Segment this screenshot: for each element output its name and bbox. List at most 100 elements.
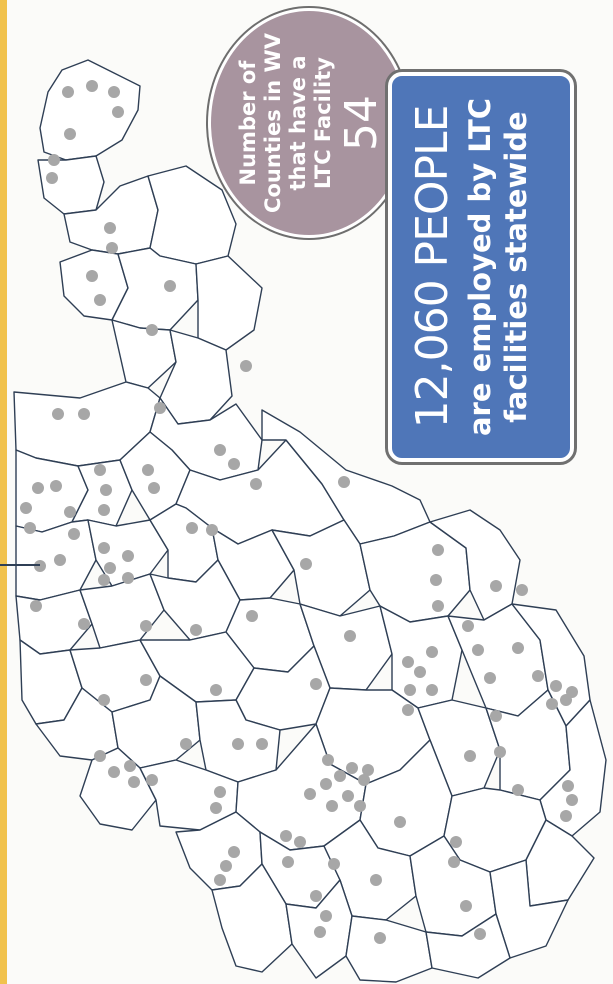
facility-dot	[426, 684, 438, 696]
facility-dot	[78, 408, 90, 420]
facility-dot	[338, 476, 350, 488]
facility-dot	[374, 932, 386, 944]
facility-dot	[342, 790, 354, 802]
facility-dot	[414, 666, 426, 678]
facility-dot	[94, 294, 106, 306]
county-outline	[37, 155, 105, 215]
facility-dot	[402, 656, 414, 668]
facility-dot	[32, 482, 44, 494]
facility-dot	[532, 670, 544, 682]
facility-dot	[450, 836, 462, 848]
facility-dot	[94, 464, 106, 476]
facility-dot	[122, 572, 134, 584]
facility-dot	[472, 644, 484, 656]
facility-dot	[256, 738, 268, 750]
left-accent-bar	[0, 0, 7, 984]
facility-dot	[490, 580, 502, 592]
facility-dot	[98, 694, 110, 706]
facility-dot	[246, 610, 258, 622]
facility-dot	[512, 642, 524, 654]
facility-dot	[98, 542, 110, 554]
facility-dot	[460, 900, 472, 912]
facility-dot	[404, 684, 416, 696]
facility-dot	[516, 584, 528, 596]
facility-dot	[490, 710, 502, 722]
facility-dot	[190, 624, 202, 636]
facility-dot	[282, 856, 294, 868]
facility-dot	[206, 524, 218, 536]
facility-dot	[310, 890, 322, 902]
facility-dot	[484, 672, 496, 684]
facility-dot	[140, 620, 152, 632]
facility-dot	[328, 858, 340, 870]
county-outline	[39, 59, 141, 161]
facility-dot	[220, 860, 232, 872]
facility-dot	[464, 750, 476, 762]
employment-callout: 12,060 PEOPLE are employed by LTC facili…	[388, 72, 574, 462]
facility-dot	[562, 780, 574, 792]
facility-dot	[128, 776, 140, 788]
county-outline	[195, 255, 263, 351]
facility-dot	[334, 770, 346, 782]
facility-dot	[322, 754, 334, 766]
facility-dot	[394, 816, 406, 828]
facility-dot	[146, 324, 158, 336]
facility-dot	[68, 528, 80, 540]
facility-dot	[34, 560, 46, 572]
facility-dot	[64, 506, 76, 518]
facility-dot	[280, 830, 292, 842]
facility-dot	[164, 280, 176, 292]
facility-dot	[426, 646, 438, 658]
facility-dot	[108, 86, 120, 98]
facility-dot	[346, 762, 358, 774]
facility-dot	[24, 522, 36, 534]
facility-dot	[210, 684, 222, 696]
facility-dot	[108, 766, 120, 778]
facility-dot	[474, 928, 486, 940]
facility-dot	[430, 574, 442, 586]
facility-dot	[448, 856, 460, 868]
facility-dot	[250, 478, 262, 490]
facility-dot	[240, 360, 252, 372]
facility-dot	[294, 836, 306, 848]
facility-dot	[154, 402, 166, 414]
facility-dot	[326, 800, 338, 812]
county-outline	[111, 319, 177, 389]
facility-dots	[20, 80, 578, 944]
facility-dot	[566, 794, 578, 806]
facility-dot	[50, 480, 62, 492]
facility-dot	[186, 522, 198, 534]
facility-dot	[370, 874, 382, 886]
county-outline	[111, 247, 199, 331]
facility-dot	[148, 482, 160, 494]
facility-dot	[124, 760, 136, 772]
facility-dot	[512, 784, 524, 796]
facility-dot	[64, 128, 76, 140]
facility-dot	[358, 774, 370, 786]
county-outline	[425, 913, 511, 979]
facility-dot	[48, 154, 60, 166]
facility-dot	[20, 502, 32, 514]
facility-dot	[86, 270, 98, 282]
facility-dot	[550, 680, 562, 692]
facility-dot	[98, 574, 110, 586]
facility-dot	[432, 600, 444, 612]
county-boundaries	[13, 59, 607, 983]
facility-dot	[210, 802, 222, 814]
facility-dot	[560, 810, 572, 822]
facility-dot	[62, 86, 74, 98]
facility-dot	[112, 106, 124, 118]
facility-dot	[214, 786, 226, 798]
employment-headline: 12,060 PEOPLE	[407, 105, 458, 429]
facility-dot	[462, 620, 474, 632]
facility-dot	[566, 686, 578, 698]
facility-dot	[228, 458, 240, 470]
facility-dot	[98, 504, 110, 516]
facility-dot	[320, 910, 332, 922]
facility-dot	[30, 600, 42, 612]
facility-dot	[100, 484, 112, 496]
facility-dot	[310, 678, 322, 690]
facility-dot	[214, 874, 226, 886]
facility-dot	[46, 172, 58, 184]
